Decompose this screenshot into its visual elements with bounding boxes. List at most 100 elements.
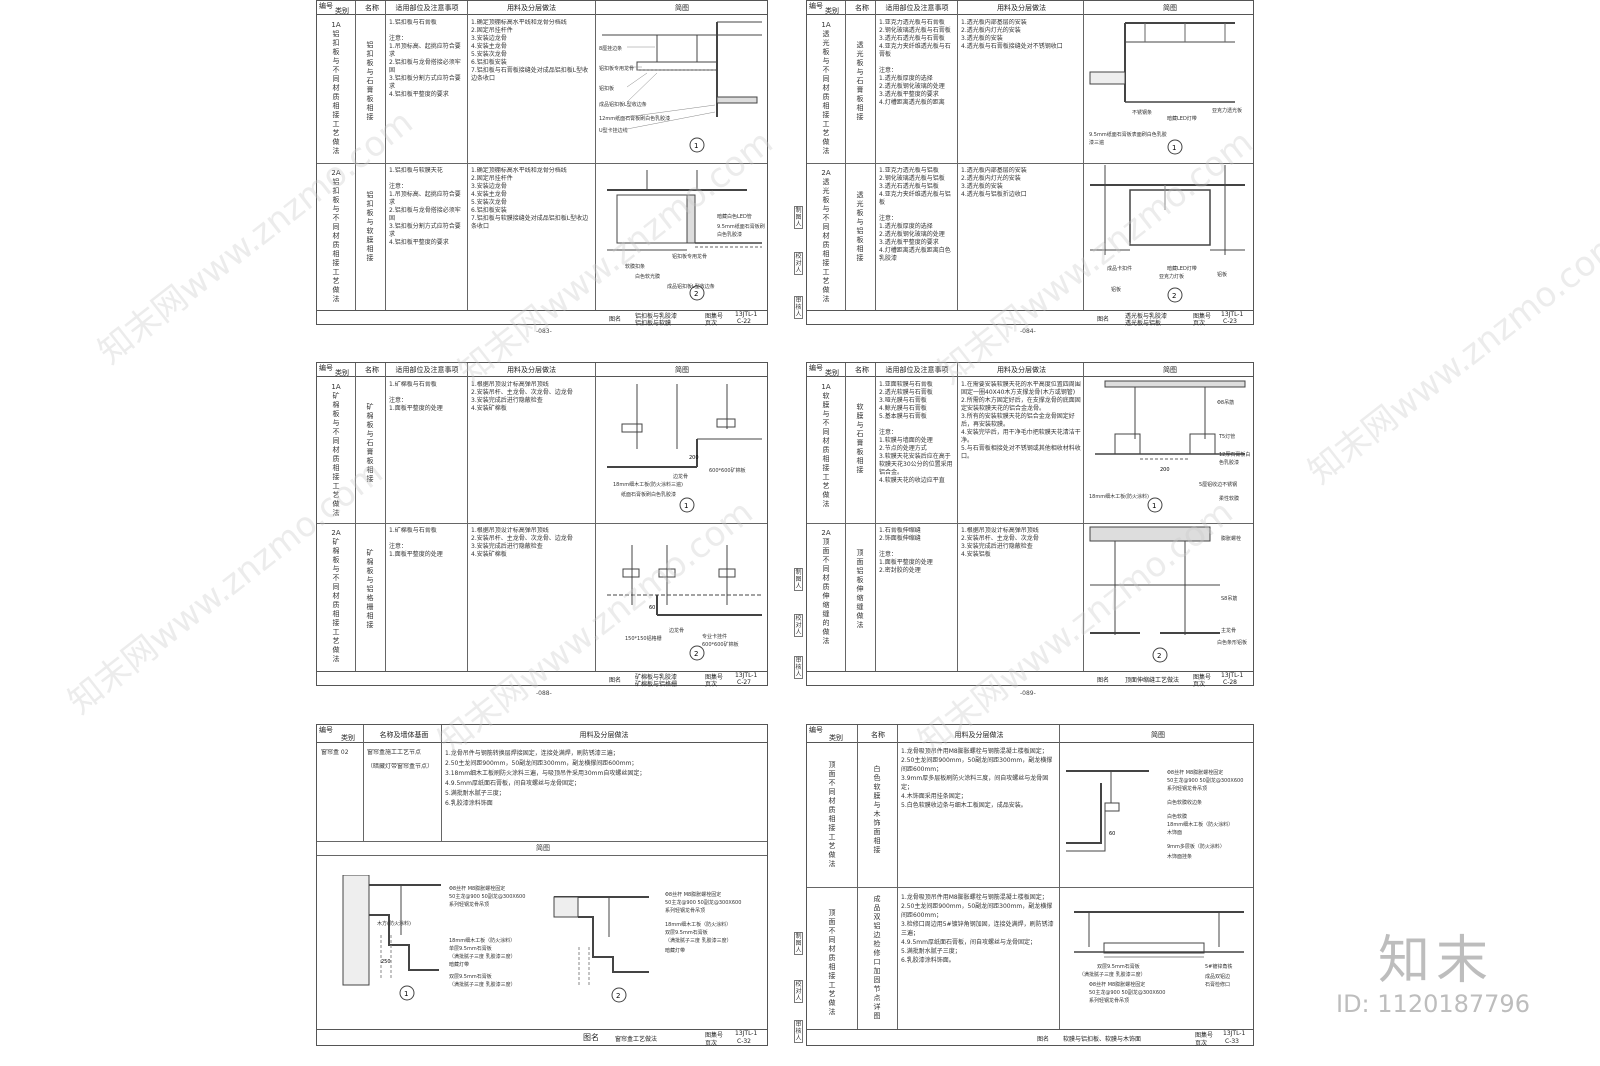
footer-title: 铝扣板与软膜 (635, 320, 672, 327)
left-label: 暗藏灯带 (449, 962, 470, 968)
row2-name: 透光板与铝板相接 (856, 191, 864, 262)
row2-label: 铝板 (1217, 272, 1228, 278)
row1-label: 18mm细木工板(防火涂料) (1089, 494, 1150, 500)
header-scope: 适用部位及注意事项 (395, 366, 459, 374)
header-name: 名称及墙体基面 (379, 731, 429, 739)
row1-scope: 1.亚克力透光板与石膏板 2.钢化玻璃透光板与石膏板 3.透光石透光板与石膏板 … (879, 19, 951, 106)
row1-label: 铝扣板专用龙骨 (599, 66, 635, 72)
footer-atlas-label: 图集号 (1195, 1032, 1214, 1039)
row2-label: S8吊筋 (1221, 596, 1238, 602)
header-code: 编号 (319, 364, 333, 372)
side-tag: 审核人 (794, 656, 803, 679)
row2-label: 专业卡挂件 (702, 634, 728, 640)
header-code: 编号 (809, 726, 823, 734)
title-block: 图名 顶面伸缩缝工艺做法 图集号 13JTL-1 页次 C-28 (807, 671, 1253, 688)
left-label: 系列轻钢龙骨吊顶 (449, 902, 490, 908)
right-label: 双层9.5mm石膏板 (665, 930, 708, 936)
row2-label: 成品铝扣板L型收边条 (667, 284, 715, 290)
sketch-softfilm-wood: 60 (1066, 770, 1149, 852)
row2-method: 1.根据吊顶设计标高弹吊顶线 2.安装吊杆、主龙骨、次龙骨、边龙骨 3.安装完成… (471, 527, 573, 558)
footer-atlas: 13JTL-1 (1221, 672, 1244, 679)
left-label: 50主龙@900 50副龙@300X600 (449, 894, 526, 900)
right-label: （满批腻子三度 乳胶漆三度） (665, 938, 732, 944)
row1-code: 1A软膜与不同材质相接工艺做法 (821, 383, 831, 508)
row2-name: 成品双铝边检修口加固节点详图 (873, 895, 881, 1020)
header-scope: 适用部位及注意事项 (885, 366, 949, 374)
row2-code: 顶面不同材质相接工艺做法 (828, 909, 836, 1016)
row1-label: 18mm细木工板（防火涂料） (1167, 822, 1234, 828)
brand-id: ID: 1120187796 (1336, 990, 1530, 1018)
row1-label: 木饰面挂条 (1167, 854, 1193, 860)
header-category: 类别 (829, 734, 843, 742)
row2-label: 5#镀锌角铁 (1205, 964, 1233, 970)
left-label: 双层9.5mm石膏板 (449, 974, 492, 980)
footer-title: 透光板与铝板 (1125, 320, 1162, 327)
footer-label: 图名 (609, 677, 622, 684)
header-sketch: 简图 (675, 4, 689, 12)
row2-scope: 1.铝扣板与软膜天花 注意： 1.吊顶标高、起挑应符合要求 2.铝扣板与龙骨搭接… (389, 167, 461, 246)
footer-title: 窗帘盒工艺做法 (615, 1036, 658, 1043)
title-block: 图名 窗帘盒工艺做法 图集号 13JTL-1 页次 C-32 (317, 1029, 767, 1047)
header-sketch: 简图 (1163, 4, 1177, 12)
svg-text:200: 200 (1160, 467, 1170, 473)
footer-title: 矿棉板与铝格栅 (635, 681, 678, 688)
footer-atlas: 13JTL-1 (735, 1030, 758, 1037)
row-name: 窗帘盒施工工艺节点 (367, 749, 422, 756)
table-header: 编号 类别 名称 用料及分层做法 简图 (807, 725, 1253, 743)
row2-label: 双层9.5mm石膏板 (1097, 964, 1140, 970)
row1-method: 1.根据吊顶设计标高弹吊顶线 2.安装吊杆、主龙骨、次龙骨、边龙骨 3.安装完成… (471, 381, 573, 412)
sketch-curtain-box-1: 250 1 (342, 875, 441, 1001)
row1-scope: 1.矿棉板与石膏板 注意： 1.面板平整度的处理 (389, 381, 443, 412)
footer-title: 铝扣板与乳胶漆 (635, 313, 678, 320)
side-tag: 审核人 (794, 1020, 803, 1043)
sketch-curtain-box-2: 2 (553, 896, 649, 1003)
row1-label: 50主龙@900 50副龙@300X600 (1167, 778, 1244, 784)
header-method: 用料及分层做法 (954, 731, 1004, 739)
row2-label: 系列轻钢龙骨吊顶 (1089, 998, 1130, 1004)
row1-label: 暗藏LED灯带 (1167, 116, 1197, 122)
footer-label: 图名 (583, 1033, 599, 1042)
row1-label: 8厘挂边条 (599, 46, 623, 52)
header-code: 编号 (319, 2, 333, 10)
row1-label: T5灯管 (1219, 434, 1236, 440)
row2-label: 暗藏LED灯带 (1167, 266, 1197, 272)
footer-atlas-label: 图集号 (705, 1032, 724, 1039)
header-scope: 适用部位及注意事项 (395, 4, 459, 12)
row1-label: 纸面石膏板刷白色乳胶漆 (621, 492, 677, 498)
sketch-title: 简图 (536, 844, 550, 852)
footer-atlas: 13JTL-1 (735, 311, 758, 318)
footer-label: 图名 (1097, 677, 1110, 684)
header-sketch: 简图 (1151, 731, 1165, 739)
footer-page: C-28 (1223, 679, 1237, 686)
header-category: 类别 (825, 369, 839, 377)
row2-label: Φ8丝杆 M8膨胀螺栓固定 (1089, 982, 1146, 988)
row-code: 窗帘盒 02 (321, 749, 349, 756)
row2-method: 1.龙骨吸顶吊件用M8膨胀螺栓与钢筋混凝土楼板固定； 2.50主龙间距900mm… (901, 894, 1054, 964)
row2-label: 软膜扣条 (625, 264, 646, 270)
footer-atlas-label: 图集号 (1193, 674, 1212, 681)
row2-name: 顶面铝板伸缩缝做法 (856, 549, 864, 629)
row2-code: 2A矿棉板与不同材质相接工艺做法 (331, 529, 341, 663)
row1-label: 18mm细木工板(防火涂料三遍) (613, 482, 684, 488)
sketch-translucent-gypsum: 1 (1089, 22, 1235, 155)
row1-code: 1A铝扣板与不同材质相接工艺做法 (331, 21, 341, 155)
footer-page: C-22 (737, 318, 751, 325)
row2-label: 9.5mm纸面石膏板刷白色乳胶漆 (717, 224, 765, 238)
sketch-access-panel (1074, 911, 1244, 958)
sketch-number: 1 (1172, 144, 1176, 152)
row1-label: 12厚石膏板白色乳胶漆 (1219, 452, 1251, 466)
title-block: 图名 矿棉板与乳胶漆 矿棉板与铝格栅 图集号 13JTL-1 页次 C-27 (317, 671, 767, 688)
row2-label: 暗藏白色LED管 (717, 214, 752, 220)
footer-page-label: 页次 (1195, 1040, 1208, 1047)
sketch-aluminum-gypsum: 1 (602, 21, 762, 153)
row1-label: 亚克力透光板 (1212, 108, 1243, 114)
side-tag: 校对人 (794, 980, 803, 1003)
row2-code: 2A铝扣板与不同材质相接工艺做法 (331, 169, 341, 303)
row1-method: 1.龙骨吸顶吊件用M8膨胀螺栓与钢筋混凝土楼板固定； 2.50主龙间距900mm… (901, 748, 1053, 809)
row2-label: 铝扣板专用龙骨 (672, 254, 708, 260)
left-label: 木方(防火涂料) (377, 921, 411, 927)
header-code: 编号 (319, 726, 333, 734)
row2-label: 亚克力灯板 (1159, 274, 1185, 280)
row1-name: 透光板与石膏板相接 (856, 41, 864, 121)
watermark: 知末网www.znzmo.com (1300, 222, 1600, 493)
